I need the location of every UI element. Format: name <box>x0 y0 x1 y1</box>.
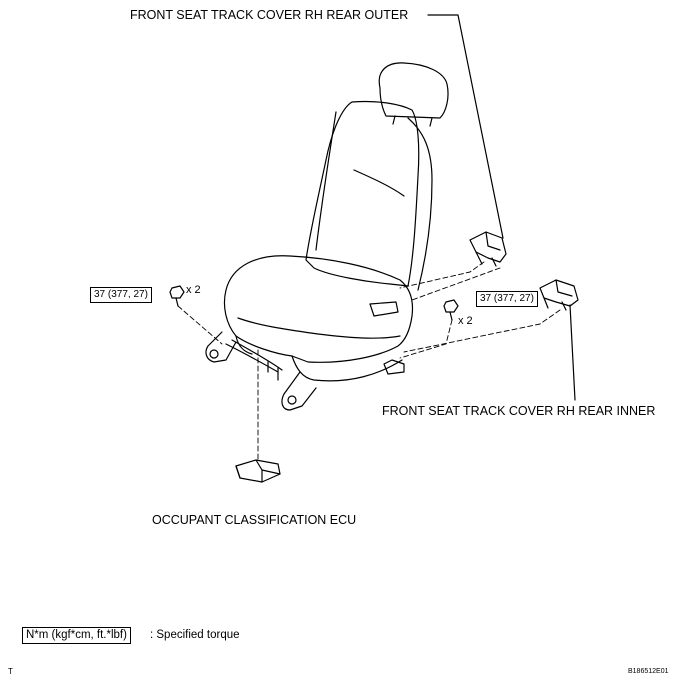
seat-track <box>205 331 405 411</box>
bolt-qty-right: x 2 <box>458 315 473 327</box>
seat-cushion <box>223 255 414 382</box>
seat-back <box>305 100 433 291</box>
label-cover-inner: FRONT SEAT TRACK COVER RH REAR INNER <box>382 404 656 418</box>
track-cover-outer <box>469 231 507 267</box>
leader-line-cover-outer <box>427 14 504 239</box>
legend-description: : Specified torque <box>150 629 240 641</box>
label-ecu: OCCUPANT CLASSIFICATION ECU <box>152 513 357 527</box>
assembly-dash-lines <box>177 261 561 461</box>
bolt-qty-left: x 2 <box>186 284 201 296</box>
track-cover-inner <box>539 279 579 311</box>
bolt-left <box>169 285 185 307</box>
headrest <box>378 62 449 127</box>
bolt-right <box>443 299 459 321</box>
ecu-module <box>235 459 281 483</box>
torque-box-left: 37 (377, 27) <box>90 287 152 303</box>
torque-box-right: 37 (377, 27) <box>476 291 538 307</box>
leader-line-cover-inner <box>569 304 576 401</box>
legend-units-box: N*m (kgf*cm, ft.*lbf) <box>22 627 131 644</box>
figure-code: B186512E01 <box>628 668 669 675</box>
label-cover-outer: FRONT SEAT TRACK COVER RH REAR OUTER <box>130 8 409 22</box>
corner-mark-left: T <box>8 667 13 676</box>
